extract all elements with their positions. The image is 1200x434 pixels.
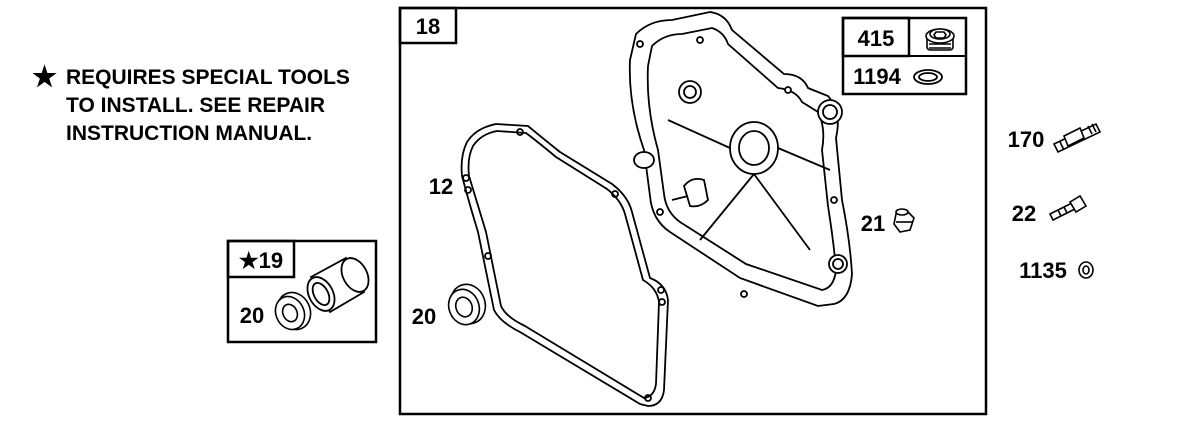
inset-upper-label: 415 xyxy=(858,26,895,51)
inset-lower-label: 1194 xyxy=(853,64,901,89)
lock-washer-icon xyxy=(1078,261,1094,279)
main-box-label: 18 xyxy=(416,14,440,39)
note-line-3: INSTRUCTION MANUAL. xyxy=(66,122,313,145)
oil-seal-icon xyxy=(447,283,487,326)
oil-seal-small-icon xyxy=(274,291,312,331)
gasket-label: 12 xyxy=(429,174,453,199)
star-icon: ★ xyxy=(32,61,58,92)
screw-label: 22 xyxy=(1012,201,1036,226)
main-box xyxy=(398,6,988,416)
o-ring-icon xyxy=(913,69,943,85)
drain-plug-icon xyxy=(893,208,915,233)
note-line-1: REQUIRES SPECIAL TOOLS xyxy=(66,66,350,89)
left-box-part-label: 20 xyxy=(240,303,264,328)
washer-label: 1135 xyxy=(1019,258,1067,283)
screw-icon xyxy=(1048,194,1088,222)
left-box-label-frame xyxy=(226,239,296,279)
left-box xyxy=(226,239,378,344)
left-box-header-label: ★19 xyxy=(239,248,283,273)
note-line-2: TO INSTALL. SEE REPAIR xyxy=(66,94,326,117)
gasket-icon xyxy=(460,123,669,407)
note-text: REQUIRES SPECIAL TOOLS TO INSTALL. SEE R… xyxy=(66,64,350,148)
stud-icon xyxy=(1052,122,1102,154)
crankcase-cover-icon xyxy=(628,11,853,307)
bushing-icon xyxy=(306,256,370,314)
plug-label: 21 xyxy=(861,211,885,236)
stud-label: 170 xyxy=(1008,127,1045,152)
oil-plug-icon xyxy=(925,28,955,51)
main-box-label-frame xyxy=(398,6,458,45)
oil-seal-label: 20 xyxy=(412,304,436,329)
